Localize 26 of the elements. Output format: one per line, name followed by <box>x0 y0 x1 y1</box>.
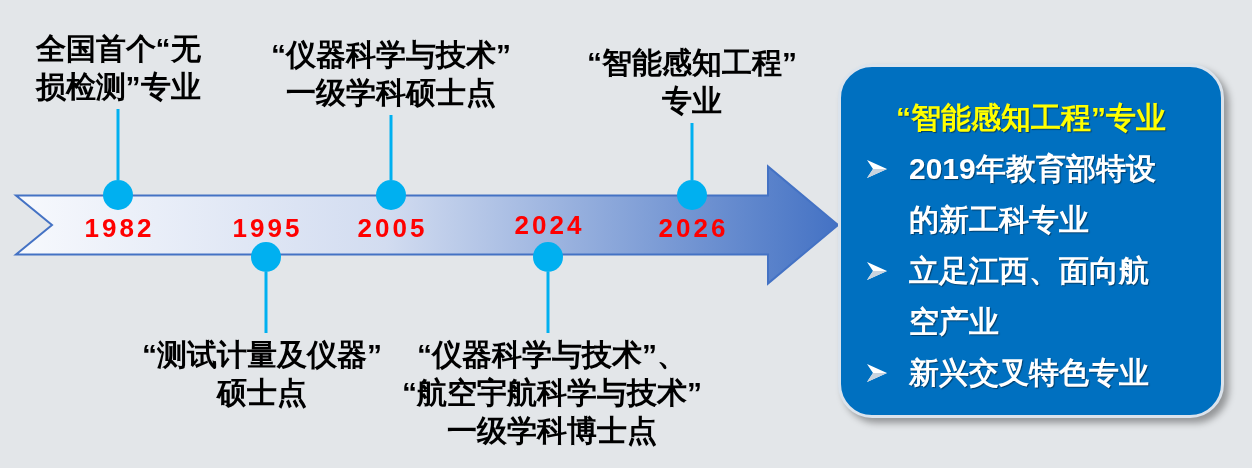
leader-line <box>264 272 268 333</box>
leader-line <box>389 115 393 180</box>
milestone-text: “测试计量及仪器”硕士点 <box>141 336 383 412</box>
leader-line <box>690 123 694 180</box>
milestone-text: “智能感知工程”专业 <box>586 44 798 120</box>
timeline-dot <box>103 180 133 210</box>
panel-title: “智能感知工程”专业 <box>896 100 1166 136</box>
milestone-text: 全国首个“无损检测”专业 <box>35 30 201 106</box>
timeline-dot <box>376 180 406 210</box>
leader-line <box>116 109 120 180</box>
leader-line <box>546 272 550 333</box>
info-panel <box>838 64 1224 418</box>
year-label: 2005 <box>356 213 428 243</box>
timeline-dot <box>533 242 563 272</box>
milestone-text: “仪器科学与技术”一级学科硕士点 <box>270 36 512 112</box>
year-label: 1995 <box>231 213 303 243</box>
bullet-text: 新兴交叉特色专业 <box>909 355 1149 391</box>
timeline-dot <box>677 180 707 210</box>
year-label: 2026 <box>657 213 729 243</box>
year-label: 2024 <box>513 210 585 240</box>
timeline-arrow <box>13 164 840 286</box>
milestone-text: “仪器科学与技术”、“航空宇航科学与技术”一级学科博士点 <box>401 336 703 450</box>
year-label: 1982 <box>83 213 155 243</box>
bullet-text: 2019年教育部特设的新工科专业 <box>909 151 1157 238</box>
timeline-dot <box>251 242 281 272</box>
bullet-text: 立足江西、面向航空产业 <box>909 253 1150 340</box>
